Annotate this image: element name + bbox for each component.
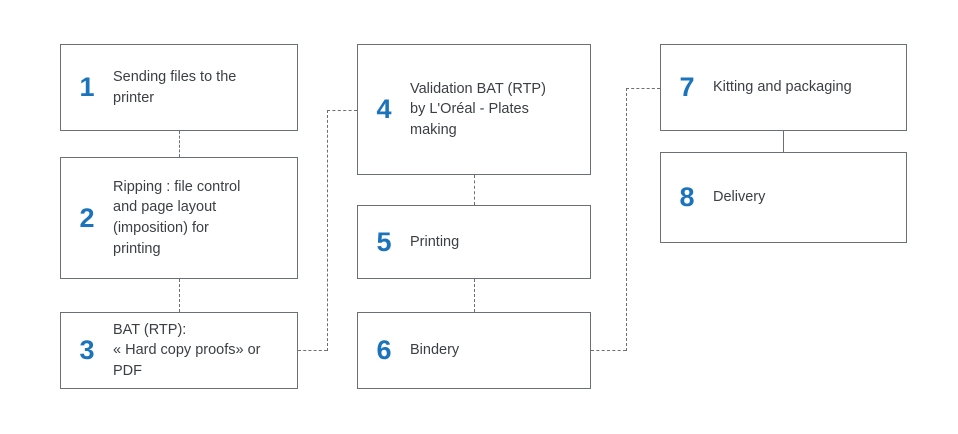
process-node-6-number: 6 <box>376 335 392 365</box>
process-node-1-number: 1 <box>79 72 95 102</box>
process-node-2-number: 2 <box>79 202 95 233</box>
process-node-8[interactable]: 8 Delivery <box>660 152 907 243</box>
process-node-1[interactable]: 1 Sending files to the printer <box>60 44 298 131</box>
connector-3-to-4-segment-right <box>298 350 327 351</box>
process-node-7-label: Kitting and packaging <box>713 79 852 96</box>
process-node-3-label: BAT (RTP): « Hard copy proofs» or PDF <box>113 321 261 379</box>
connector-5-to-6 <box>474 279 475 312</box>
process-node-2-label: Ripping : file control and page layout (… <box>113 178 241 257</box>
process-node-5-label: Printing <box>410 233 460 250</box>
connector-6-to-7-segment-up <box>626 88 627 351</box>
connector-3-to-4-segment-into <box>327 110 357 111</box>
process-node-4[interactable]: 4 Validation BAT (RTP) by L'Oréal - Plat… <box>357 44 591 175</box>
process-node-5[interactable]: 5 Printing <box>357 205 591 279</box>
process-node-7-number: 7 <box>679 72 695 102</box>
connector-1-to-2 <box>179 131 180 157</box>
process-node-3[interactable]: 3 BAT (RTP): « Hard copy proofs» or PDF <box>60 312 298 389</box>
process-node-7[interactable]: 7 Kitting and packaging <box>660 44 907 131</box>
process-node-6-label: Bindery <box>410 342 460 359</box>
process-node-3-number: 3 <box>79 335 95 365</box>
process-node-8-label: Delivery <box>713 189 766 206</box>
process-node-6[interactable]: 6 Bindery <box>357 312 591 389</box>
connector-7-to-8 <box>783 131 784 152</box>
process-node-5-number: 5 <box>376 226 392 257</box>
connector-3-to-4-segment-up <box>327 110 328 351</box>
connector-2-to-3 <box>179 279 180 312</box>
process-node-4-label: Validation BAT (RTP) by L'Oréal - Plates… <box>410 80 546 138</box>
connector-6-to-7-segment-into <box>626 88 660 89</box>
process-node-8-number: 8 <box>679 182 695 212</box>
process-node-4-number: 4 <box>376 94 392 124</box>
connector-4-to-5 <box>474 175 475 205</box>
connector-6-to-7-segment-right <box>591 350 626 351</box>
process-node-2[interactable]: 2 Ripping : file control and page layout… <box>60 157 298 279</box>
process-node-1-label: Sending files to the printer <box>113 68 237 106</box>
